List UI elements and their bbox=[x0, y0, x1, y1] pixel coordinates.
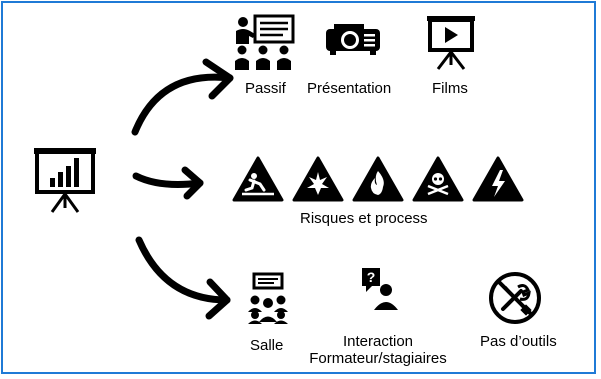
presentation-chart-board-icon bbox=[32, 146, 98, 214]
arrow-top bbox=[131, 73, 234, 136]
video-play-board-icon bbox=[426, 15, 476, 71]
label-films: Films bbox=[432, 80, 468, 97]
label-presentation: Présentation bbox=[307, 80, 392, 97]
arrow-bottom bbox=[135, 236, 231, 304]
slip-hazard-icon bbox=[232, 156, 284, 202]
label-interaction-line1: Interaction bbox=[342, 333, 414, 350]
arrow-middle bbox=[132, 172, 204, 188]
explosion-hazard-icon bbox=[292, 156, 344, 202]
label-outils: Pas d’outils bbox=[480, 333, 557, 350]
no-tools-icon bbox=[487, 271, 543, 325]
label-passif: Passif bbox=[245, 80, 286, 97]
arrow-bottom-head bbox=[205, 278, 231, 320]
classroom-group-icon bbox=[246, 272, 290, 324]
svg-text:?: ? bbox=[367, 269, 376, 285]
audience-presentation-icon bbox=[233, 14, 295, 72]
question-speaker-icon: ? bbox=[360, 266, 406, 312]
projector-icon bbox=[324, 22, 382, 56]
arrow-top-head bbox=[202, 58, 234, 100]
label-salle: Salle bbox=[250, 337, 284, 354]
electric-hazard-icon bbox=[472, 156, 524, 202]
label-interaction-line2: Formateur/stagiaires bbox=[309, 350, 447, 367]
label-interaction: Interaction Formateur/stagiaires bbox=[300, 333, 456, 367]
arrow-middle-head bbox=[181, 166, 204, 200]
fire-hazard-icon bbox=[352, 156, 404, 202]
toxic-hazard-icon bbox=[412, 156, 464, 202]
label-risques: Risques et process bbox=[300, 210, 428, 227]
